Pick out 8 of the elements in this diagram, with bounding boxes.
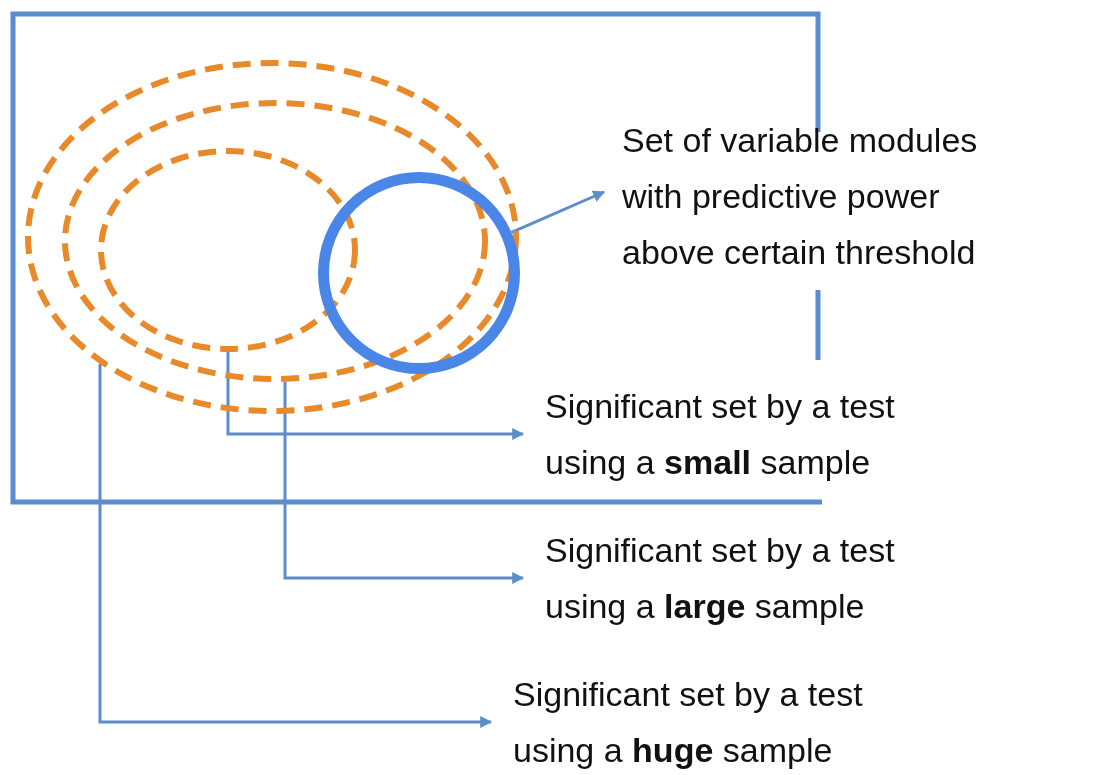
label-text: Significant set by a test using a huge sample (513, 674, 864, 771)
arrow (98, 364, 493, 728)
arrow (226, 352, 525, 440)
label-text: Set of variable modules with predictive power above certain threshold (622, 120, 979, 273)
arrow (510, 190, 606, 234)
arrow (283, 381, 525, 584)
label-text: Significant set by a test using a large sample (545, 530, 896, 627)
label-text: Significant set by a test using a small sample (545, 386, 896, 483)
